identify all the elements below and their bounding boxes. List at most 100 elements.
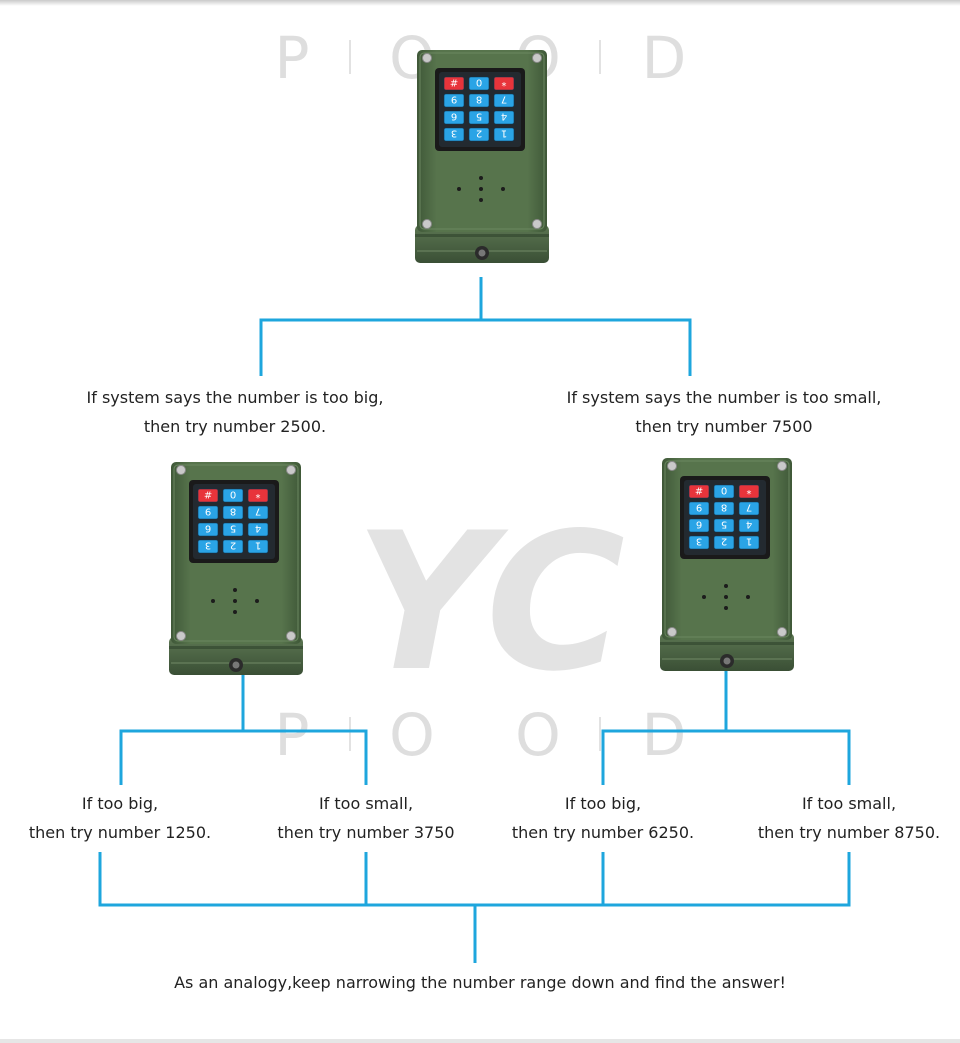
key-4 bbox=[493, 110, 515, 125]
key-hash bbox=[688, 484, 710, 499]
key-label: 3 bbox=[205, 540, 211, 551]
label-line2: then try number 6250. bbox=[511, 823, 695, 842]
key-star bbox=[247, 488, 269, 503]
key-label: 4 bbox=[255, 523, 261, 534]
key-label: 4 bbox=[746, 519, 752, 530]
key-label: * bbox=[502, 77, 507, 88]
key-2 bbox=[468, 127, 490, 142]
key-8 bbox=[713, 501, 735, 516]
label-level2-1: If too big, then try number 1250. bbox=[20, 789, 220, 847]
key-6 bbox=[197, 522, 219, 537]
key-star bbox=[738, 484, 760, 499]
key-1 bbox=[247, 539, 269, 554]
label-line2: then try number 3750 bbox=[277, 823, 455, 842]
key-3 bbox=[197, 539, 219, 554]
key-label: 1 bbox=[501, 128, 507, 139]
key-2 bbox=[222, 539, 244, 554]
label-line1: If system says the number is too big, bbox=[86, 388, 384, 407]
key-star bbox=[493, 76, 515, 91]
label-line2: then try number 8750. bbox=[757, 823, 941, 842]
label-line2: then try number 1250. bbox=[28, 823, 212, 842]
key-7 bbox=[493, 93, 515, 108]
key-1 bbox=[738, 535, 760, 550]
key-0 bbox=[713, 484, 735, 499]
svg-text:P: P bbox=[275, 701, 310, 769]
label-too-small-level1: If system says the number is too small, … bbox=[540, 383, 908, 441]
key-4 bbox=[738, 518, 760, 533]
key-7 bbox=[247, 505, 269, 520]
key-label: 7 bbox=[255, 506, 261, 517]
connector-right-branch-right bbox=[726, 729, 851, 785]
label-line1: If too small, bbox=[318, 794, 414, 813]
key-4 bbox=[247, 522, 269, 537]
key-9 bbox=[688, 501, 710, 516]
connector-lines bbox=[98, 277, 851, 963]
key-label: 4 bbox=[501, 111, 507, 122]
key-label: 2 bbox=[230, 540, 236, 551]
label-line1: If too big, bbox=[81, 794, 159, 813]
conclusion-text: As an analogy,keep narrowing the number … bbox=[174, 973, 786, 992]
key-label: 6 bbox=[451, 111, 457, 122]
key-label: 0 bbox=[721, 485, 727, 496]
watermark-logo: YC bbox=[355, 492, 625, 713]
bottom-bar bbox=[0, 1039, 960, 1043]
label-line2: then try number 7500 bbox=[635, 417, 813, 436]
key-9 bbox=[443, 93, 465, 108]
key-label: 5 bbox=[476, 111, 482, 122]
svg-text:O: O bbox=[389, 701, 435, 769]
key-label: 1 bbox=[746, 536, 752, 547]
svg-text:P: P bbox=[275, 24, 310, 92]
key-6 bbox=[688, 518, 710, 533]
key-6 bbox=[443, 110, 465, 125]
key-5 bbox=[713, 518, 735, 533]
key-0 bbox=[222, 488, 244, 503]
key-3 bbox=[443, 127, 465, 142]
key-label: 3 bbox=[451, 128, 457, 139]
label-level2-4: If too small, then try number 8750. bbox=[749, 789, 949, 847]
key-5 bbox=[468, 110, 490, 125]
key-label: 8 bbox=[230, 506, 236, 517]
key-5 bbox=[222, 522, 244, 537]
watermark-letters-bottom: P O O D bbox=[275, 701, 687, 769]
label-line2: then try number 2500. bbox=[143, 417, 327, 436]
label-level2-2: If too small, then try number 3750 bbox=[266, 789, 466, 847]
key-1 bbox=[493, 127, 515, 142]
key-label: # bbox=[204, 489, 212, 500]
connector-right-branch bbox=[601, 668, 728, 785]
label-level2-3: If too big, then try number 6250. bbox=[503, 789, 703, 847]
svg-text:D: D bbox=[642, 24, 687, 92]
key-label: 0 bbox=[476, 77, 482, 88]
key-label: 5 bbox=[230, 523, 236, 534]
key-label: 6 bbox=[205, 523, 211, 534]
key-hash bbox=[443, 76, 465, 91]
key-hash bbox=[197, 488, 219, 503]
label-too-big-level1: If system says the number is too big, th… bbox=[60, 383, 410, 441]
key-label: 2 bbox=[721, 536, 727, 547]
svg-text:O: O bbox=[515, 701, 561, 769]
key-label: # bbox=[695, 485, 703, 496]
key-label: # bbox=[450, 77, 458, 88]
top-shadow-bar bbox=[0, 0, 960, 6]
label-line1: If too small, bbox=[801, 794, 897, 813]
key-label: 2 bbox=[476, 128, 482, 139]
label-line1: If too big, bbox=[564, 794, 642, 813]
key-label: 8 bbox=[476, 94, 482, 105]
key-label: 0 bbox=[230, 489, 236, 500]
key-label: 5 bbox=[721, 519, 727, 530]
key-label: 6 bbox=[696, 519, 702, 530]
label-line1: If system says the number is too small, bbox=[566, 388, 882, 407]
connector-level1 bbox=[259, 277, 483, 376]
key-8 bbox=[468, 93, 490, 108]
key-label: 3 bbox=[696, 536, 702, 547]
key-label: 9 bbox=[696, 502, 702, 513]
key-9 bbox=[197, 505, 219, 520]
svg-text:D: D bbox=[642, 701, 687, 769]
key-label: * bbox=[256, 489, 261, 500]
key-2 bbox=[713, 535, 735, 550]
key-label: 7 bbox=[501, 94, 507, 105]
